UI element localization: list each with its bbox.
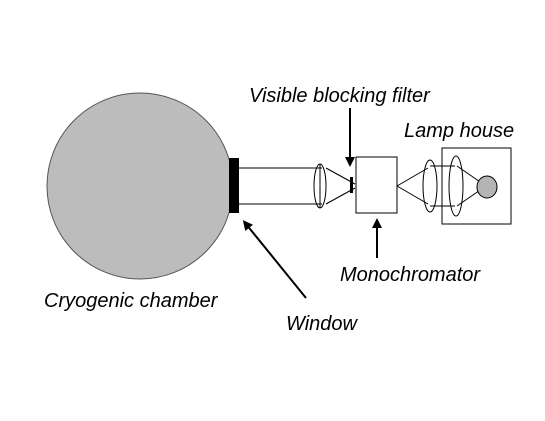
- lens-3: [448, 155, 464, 217]
- visible-blocking-filter: [350, 177, 353, 193]
- filter-label: Visible blocking filter: [249, 85, 430, 107]
- window-arrow: [242, 220, 307, 299]
- lamp-house-label: Lamp house: [404, 120, 515, 142]
- chamber-label: Cryogenic chamber: [44, 290, 218, 312]
- lens-2: [422, 159, 438, 213]
- monochromator-label: Monochromator: [340, 264, 481, 286]
- lamp-house: [441, 147, 512, 225]
- window: [229, 158, 239, 213]
- monochromator: [355, 156, 398, 214]
- lamp: [476, 175, 498, 199]
- window-label: Window: [286, 313, 357, 335]
- beam-tube: [239, 167, 322, 205]
- cryogenic-chamber: [46, 92, 234, 280]
